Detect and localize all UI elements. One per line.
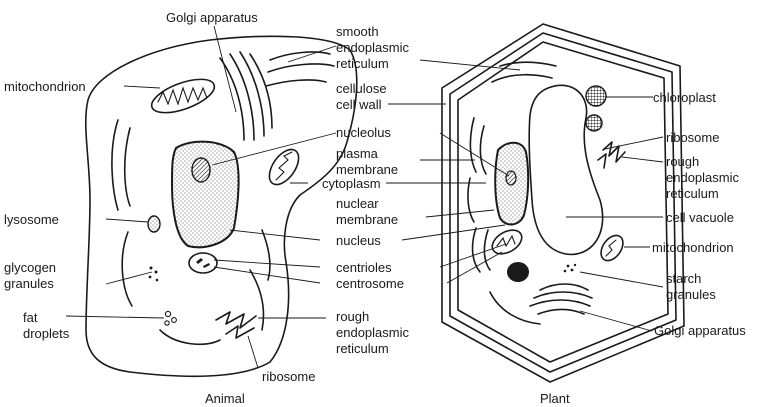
label-nucleolus: nucleolus (336, 125, 391, 140)
label-glycogen-1: glycogen (4, 260, 56, 275)
plant-starch-granules (564, 264, 577, 273)
plant-cell-vacuole (529, 85, 602, 254)
label-centrioles: centrioles (336, 260, 392, 275)
label-starch-2: granules (666, 287, 716, 302)
animal-nucleus (172, 142, 239, 248)
animal-rough-er (216, 230, 270, 338)
animal-centrosome (189, 253, 217, 273)
animal-golgi-apparatus (220, 52, 272, 140)
label-chloroplast: chloroplast (653, 90, 716, 105)
label-rough-er-plant-1: rough (666, 154, 699, 169)
plant-mitochondrion-left (488, 225, 526, 258)
plant-cell (442, 24, 684, 382)
animal-mitochondrion (148, 72, 219, 119)
label-ribosome-animal: ribosome (262, 369, 315, 384)
label-starch-1: starch (666, 271, 701, 286)
label-golgi-plant: Golgi apparatus (654, 323, 746, 338)
label-smooth-er-2: endoplasmic (336, 40, 409, 55)
label-rough-er-plant-3: reticulum (666, 186, 719, 201)
plant-er-strand (490, 292, 540, 324)
animal-glycogen-granules (149, 267, 159, 282)
label-plasma-2: membrane (336, 162, 398, 177)
label-plasma-1: plasma (336, 146, 379, 161)
animal-labels: Golgi apparatus mitochondrion lysosome g… (4, 10, 315, 384)
label-centrosome: centrosome (336, 276, 404, 291)
plant-chloroplast (586, 86, 606, 106)
label-smooth-er-1: smooth (336, 24, 379, 39)
caption-animal: Animal (205, 391, 245, 406)
label-fat-2: droplets (23, 326, 70, 341)
label-lysosome: lysosome (4, 212, 59, 227)
label-golgi-animal: Golgi apparatus (166, 10, 258, 25)
label-cytoplasm: cytoplasm (322, 176, 381, 191)
label-nucleus: nucleus (336, 233, 381, 248)
plant-nucleolus (506, 171, 516, 185)
label-rough-er-plant-2: endoplasmic (666, 170, 739, 185)
plant-er-strand (480, 126, 486, 174)
label-mitochondrion-plant: mitochondrion (652, 240, 734, 255)
plant-cell-wall-outer (442, 24, 684, 382)
label-cell-wall-2: cell wall (336, 97, 382, 112)
label-rough-er-1: rough (336, 309, 369, 324)
label-fat-1: fat (23, 310, 38, 325)
plant-mitochondrion-right (597, 231, 628, 264)
plant-labels: chloroplast ribosome rough endoplasmic r… (652, 90, 746, 338)
plant-er-strand (470, 118, 476, 172)
animal-cell (86, 36, 357, 376)
plant-er-strand (468, 178, 474, 222)
label-rough-er-3: reticulum (336, 341, 389, 356)
label-glycogen-2: granules (4, 276, 54, 291)
plant-cell-wall-inner (450, 33, 676, 372)
animal-nucleolus (192, 158, 210, 182)
plant-chloroplast (586, 115, 602, 131)
animal-er-strand (122, 232, 132, 306)
label-smooth-er-3: reticulum (336, 56, 389, 71)
plant-smooth-er (492, 75, 552, 82)
animal-fat-droplets (165, 311, 177, 325)
animal-er-strand (112, 120, 118, 210)
plant-nucleus (495, 143, 528, 225)
plant-golgi-apparatus (530, 284, 592, 314)
caption-plant: Plant (540, 391, 570, 406)
animal-er-strand (125, 128, 130, 206)
animal-lysosome (148, 216, 160, 232)
label-vacuole: cell vacuole (666, 210, 734, 225)
animal-er-strand (160, 330, 220, 344)
shared-labels: smooth endoplasmic reticulum cellulose c… (322, 24, 409, 356)
animal-smooth-er (266, 52, 334, 86)
label-nuclear-1: nuclear (336, 196, 379, 211)
label-rough-er-2: endoplasmic (336, 325, 409, 340)
plant-dark-body (507, 262, 529, 282)
label-ribosome-plant: ribosome (666, 130, 719, 145)
label-nuclear-2: membrane (336, 212, 398, 227)
label-mitochondrion-animal: mitochondrion (4, 79, 86, 94)
plant-plasma-membrane (458, 42, 668, 362)
label-cell-wall-1: cellulose (336, 81, 387, 96)
